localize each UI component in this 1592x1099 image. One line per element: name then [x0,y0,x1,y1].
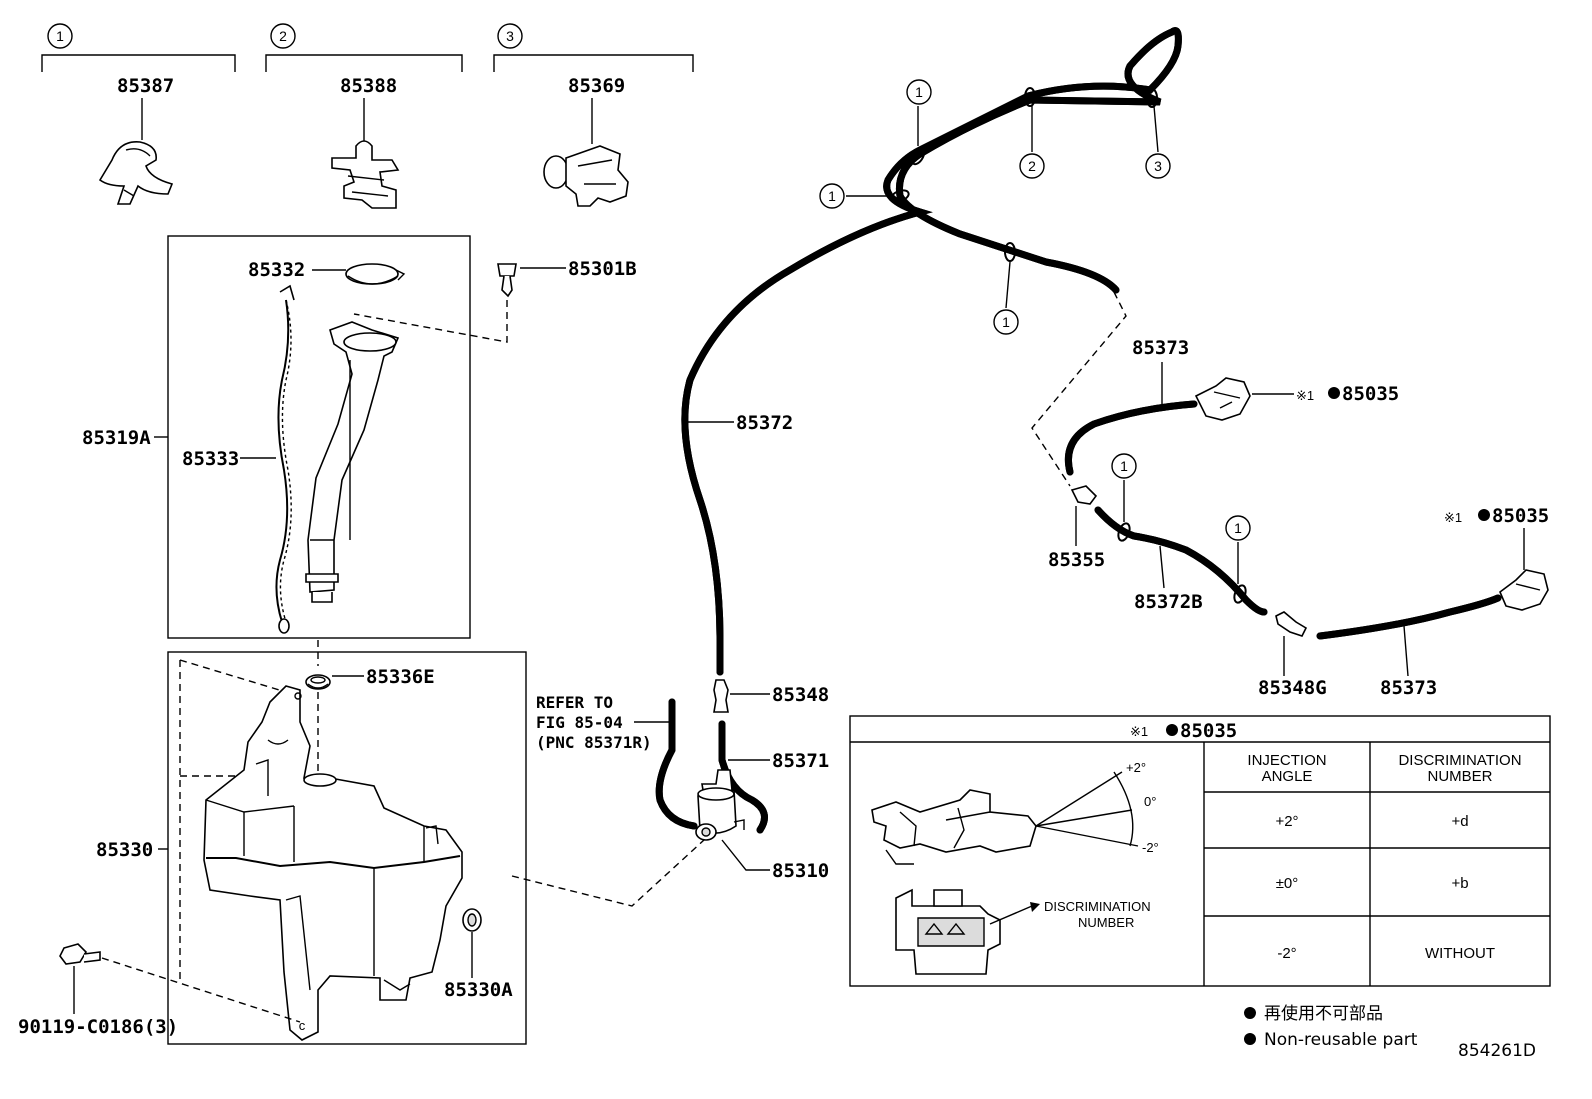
part-label-85387: 85387 [117,75,174,97]
part-label-85388: 85388 [340,75,397,97]
nozzle-table: ※1 85035 INJECTION ANGLE DISCRIMINATION … [849,715,1551,987]
clamp-85387-icon [98,141,174,205]
part-label-85372b: 85372B [1134,591,1203,613]
joint-85348-icon [713,679,729,713]
hose-85372b-icon [1094,506,1268,616]
col-discrimination-1: DISCRIMINATION [1398,752,1521,769]
clamp-group-2: 2 85388 [265,23,463,209]
part-label-85348g: 85348G [1258,677,1327,699]
note-mark-lower: ※1 [1444,510,1462,525]
hose-refer-icon [659,698,698,830]
clamp-marker-1c: 1 [1002,314,1010,330]
part-label-85301b: 85301B [568,258,637,280]
part-label-85372: 85372 [736,412,793,434]
part-label-85373-lower: 85373 [1380,677,1437,699]
part-label-85348: 85348 [772,684,829,706]
col-discrimination-2: NUMBER [1427,768,1492,785]
table-title: 85035 [1180,720,1237,742]
tank-assembly-box [167,651,527,1045]
part-label-85333: 85333 [182,448,239,470]
nozzle-85035-upper-icon [1194,377,1251,421]
angle-label-minus2: -2° [1142,840,1159,855]
part-label-85310: 85310 [772,860,829,882]
part-label-85373-upper: 85373 [1132,337,1189,359]
clamp-marker-3: 3 [1154,158,1162,174]
hose-85373-upper-icon [1068,400,1198,476]
part-label-85369: 85369 [568,75,625,97]
row-2-number: +b [1451,875,1468,892]
figure-id: 854261D [1458,1041,1536,1061]
row-3-number: WITHOUT [1425,945,1495,962]
disc-number-label-1: DISCRIMINATION [1044,899,1151,914]
part-label-85330: 85330 [96,839,153,861]
joint-85348g-icon [1275,611,1308,637]
clamp-marker-1d: 1 [1120,458,1128,474]
clamp-marker-1b: 1 [828,188,836,204]
group-marker-2: 2 [279,28,287,44]
row-3-angle: -2° [1277,945,1296,962]
clamp-marker-1e: 1 [1234,520,1242,536]
strainer-85333-icon [275,284,295,634]
clamp-marker-1a: 1 [915,84,923,100]
filler-pipe-icon [305,321,400,603]
part-label-85336e: 85336E [366,666,435,688]
part-label-85371: 85371 [772,750,829,772]
part-label-85319a: 85319A [82,427,151,449]
washer-pump-85310-icon [695,769,745,841]
legend-jp: 再使用不可部品 [1264,1003,1383,1024]
refer-line-1: REFER TO [536,693,613,712]
non-reusable-dot-upper [1328,387,1340,399]
part-label-85355: 85355 [1048,549,1105,571]
note-mark-upper: ※1 [1296,388,1314,403]
hose-85372-icon [685,31,1179,672]
col-injection-angle-2: ANGLE [1262,768,1313,785]
legend: 再使用不可部品 Non-reusable part [1244,1003,1418,1050]
angle-label-plus2: +2° [1126,760,1146,775]
grommet-85330a-icon [462,908,482,932]
part-label-90119-c0186: 90119-C0186(3) [18,1016,178,1038]
table-non-reusable-dot [1166,724,1178,736]
bolt-90119-icon [59,943,101,965]
disc-number-label-2: NUMBER [1078,915,1134,930]
refer-line-3: (PNC 85371R) [536,733,652,752]
legend-dot-en [1244,1033,1256,1045]
group-marker-1: 1 [56,28,64,44]
hose-clamps-upper: 1 1 2 3 1 [819,79,1171,335]
part-label-85035-upper: 85035 [1342,383,1399,405]
part-label-85332: 85332 [248,259,305,281]
legend-en: Non-reusable part [1264,1030,1418,1050]
clamp-85369-icon [543,145,629,207]
col-injection-angle-1: INJECTION [1247,752,1326,769]
table-nozzle-illustration: +2° 0° -2° DISCRIMINATION NUMBER [871,760,1159,975]
hose-85373-lower-icon [1316,594,1502,640]
angle-label-0: 0° [1144,794,1156,809]
row-2-angle: ±0° [1276,875,1299,892]
clip-85301b-icon [497,263,517,298]
group-marker-3: 3 [506,28,514,44]
refer-line-2: FIG 85-04 [536,713,623,732]
clamp-group-3: 3 85369 [493,23,694,207]
clamp-85388-icon [331,140,400,209]
grommet-85336e-icon [305,674,331,690]
row-1-angle: +2° [1275,813,1298,830]
clamp-group-1: 1 85387 [41,23,236,205]
table-note-mark: ※1 [1130,724,1148,739]
legend-dot-jp [1244,1007,1256,1019]
tee-85355-icon [1070,485,1098,505]
clamp-marker-2: 2 [1028,158,1036,174]
filler-cap-85332-icon [345,263,406,285]
part-label-85035-lower: 85035 [1492,505,1549,527]
nozzle-85035-lower-icon [1499,569,1549,611]
row-1-number: +d [1451,813,1468,830]
washer-tank-85330-icon: c [203,685,463,1041]
non-reusable-dot-lower [1478,509,1490,521]
svg-text:c: c [299,1018,306,1033]
part-label-85330a: 85330A [444,979,513,1001]
